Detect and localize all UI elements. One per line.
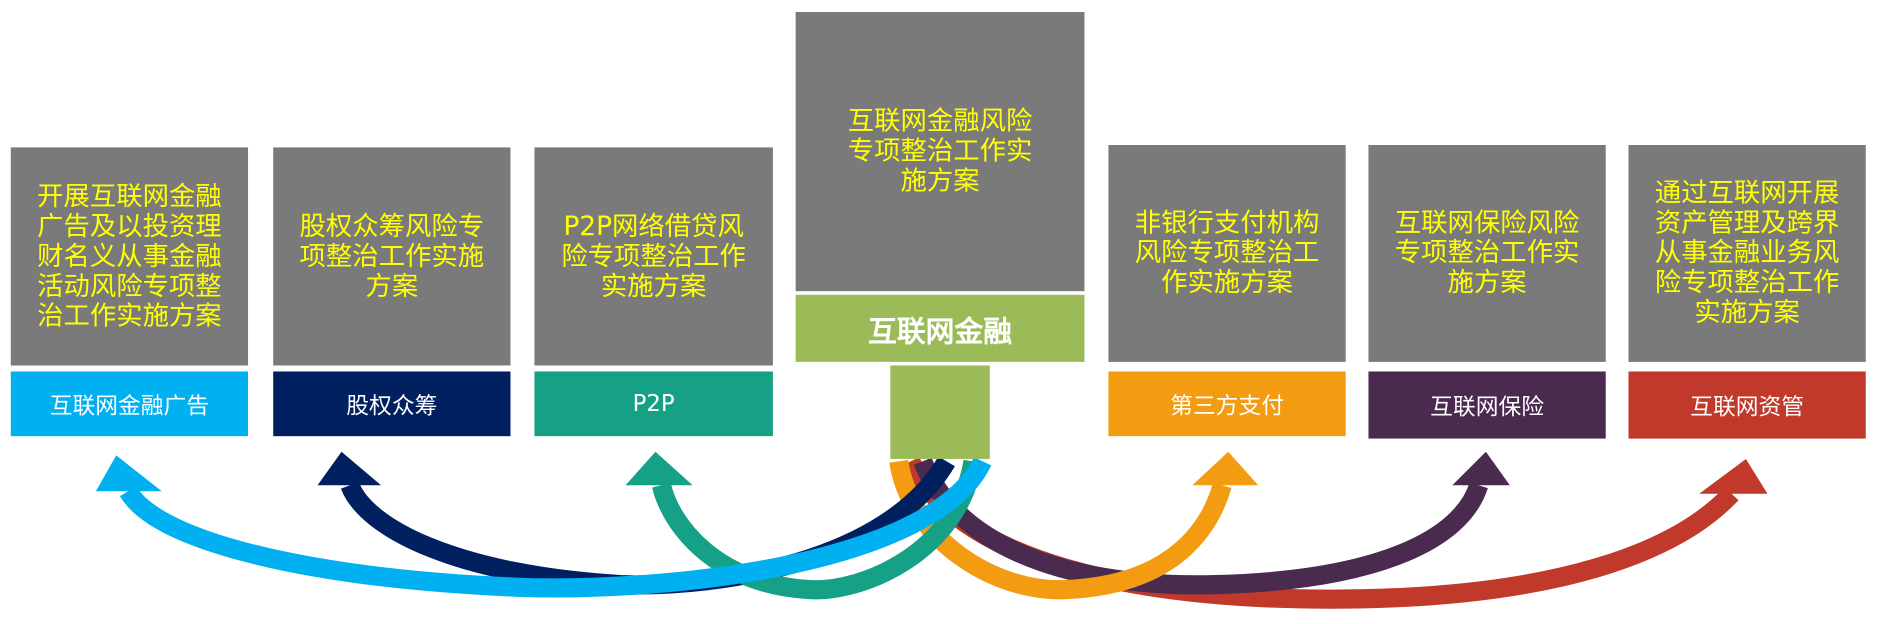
arrow-head-icon [1699,458,1768,494]
arrow-curve-4 [913,457,1488,595]
center-label: 互联网金融 [795,294,1085,362]
plan-box-asset: 通过互联网开展资产管理及跨界从事金融业务风险专项整治工作实施方案 [1628,144,1866,362]
plan-box-insurance: 互联网保险风险专项整治工作实施方案 [1368,144,1606,362]
arrow-head-icon [317,451,382,486]
label-ad: 互联网金融广告 [10,371,249,437]
label-asset: 互联网资管 [1628,371,1866,439]
center-stem [890,365,990,459]
arrow-head-icon [1452,451,1510,486]
label-crowdfunding: 股权众筹 [273,371,511,437]
plan-box-ad: 开展互联网金融广告及以投资理财名义从事金融活动风险专项整治工作实施方案 [10,147,249,366]
arrow-head-icon [95,455,162,492]
plan-box-crowdfunding: 股权众筹风险专项整治工作实施方案 [273,147,511,366]
arrow-curve-2 [652,459,983,600]
arrow-head-icon [1192,451,1259,486]
arrow-head-icon [625,451,693,486]
label-p2p: P2P [534,371,773,437]
plan-box-payment: 非银行支付机构风险专项整治工作实施方案 [1108,144,1346,362]
label-insurance: 互联网保险 [1368,371,1606,439]
center-plan-box: 互联网金融风险专项整治工作实施方案 [795,11,1085,292]
arrow-curve-0 [119,456,992,598]
label-payment: 第三方支付 [1108,371,1346,437]
plan-box-p2p: P2P网络借贷风险专项整治工作实施方案 [534,147,773,366]
